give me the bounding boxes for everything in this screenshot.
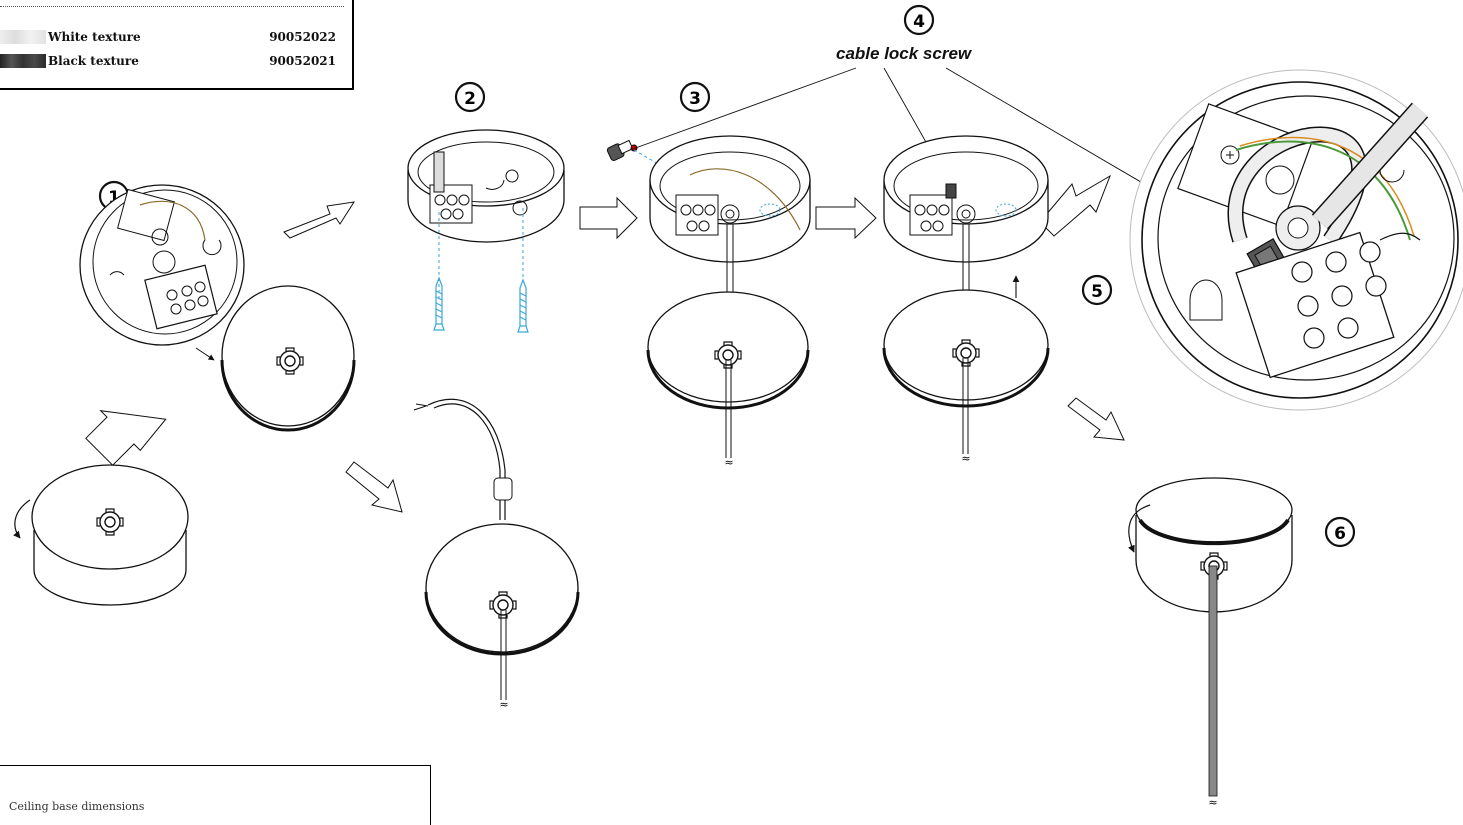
step-arrow-icon [579, 196, 638, 240]
step-4-group: 4 ≈ [629, 4, 1265, 465]
rotate-arrow-icon [1128, 504, 1151, 553]
step-arrow-icon [1067, 397, 1125, 441]
table-divider [0, 6, 344, 7]
variant-code: 90052022 [269, 30, 336, 44]
cable-break-symbol: ≈ [724, 456, 733, 469]
black-texture-swatch [0, 54, 46, 68]
variant-row-black: Black texture 90052021 [0, 52, 340, 72]
step-arrow-icon [815, 196, 877, 240]
cable-canopy: ≈ [413, 398, 580, 711]
step-1-label: 1 [108, 188, 120, 208]
step-4-badge [903, 4, 935, 36]
step-2-group: 2 [407, 81, 565, 333]
cover-disc [220, 285, 356, 432]
opened-base [79, 184, 245, 346]
variant-name: Black texture [48, 54, 139, 68]
cable-lock-screw-icon [945, 183, 957, 199]
step-5-badge [1081, 274, 1113, 306]
cable-break-symbol: ≈ [1208, 796, 1217, 809]
cable-break-symbol: ≈ [961, 452, 970, 465]
step-4-label: 4 [913, 12, 925, 32]
step-6-label: 6 [1334, 524, 1346, 544]
step-arrow-icon [345, 461, 403, 513]
callout-cable-lock-screw: cable lock screw [836, 44, 972, 63]
variant-name: White texture [48, 30, 141, 44]
step-3-group: 3 ≈ [606, 81, 811, 469]
variant-code: 90052021 [269, 54, 336, 68]
pendant-cable [1208, 565, 1218, 797]
step-3-badge [679, 81, 711, 113]
screw-icon [606, 139, 638, 161]
callout-leader [629, 67, 857, 151]
canopy-closed [31, 464, 189, 606]
white-texture-swatch [0, 30, 46, 44]
step-3-label: 3 [689, 89, 701, 109]
earth-screw [1220, 145, 1240, 165]
variant-table: White texture 90052022 Black texture 900… [0, 0, 354, 90]
step-2-badge [454, 81, 486, 113]
step-arrow-icon [1039, 174, 1111, 237]
step-arrows [283, 174, 1125, 513]
step-1-group: 1 [13, 180, 356, 606]
step-5-group: 5 [1081, 69, 1463, 411]
cable-break-symbol: ≈ [499, 698, 508, 711]
step-6-badge [1324, 516, 1356, 548]
step-5-label: 5 [1091, 282, 1103, 302]
step-arrow-icon [85, 410, 167, 466]
step-6-group: 6 ≈ [1128, 477, 1356, 809]
step-arrow-icon [283, 201, 356, 239]
step-2-label: 2 [464, 89, 476, 109]
rotate-arrow-icon [13, 499, 31, 539]
variant-row-white: White texture 90052022 [0, 28, 340, 48]
dimensions-title: Ceiling base dimensions [9, 800, 145, 813]
